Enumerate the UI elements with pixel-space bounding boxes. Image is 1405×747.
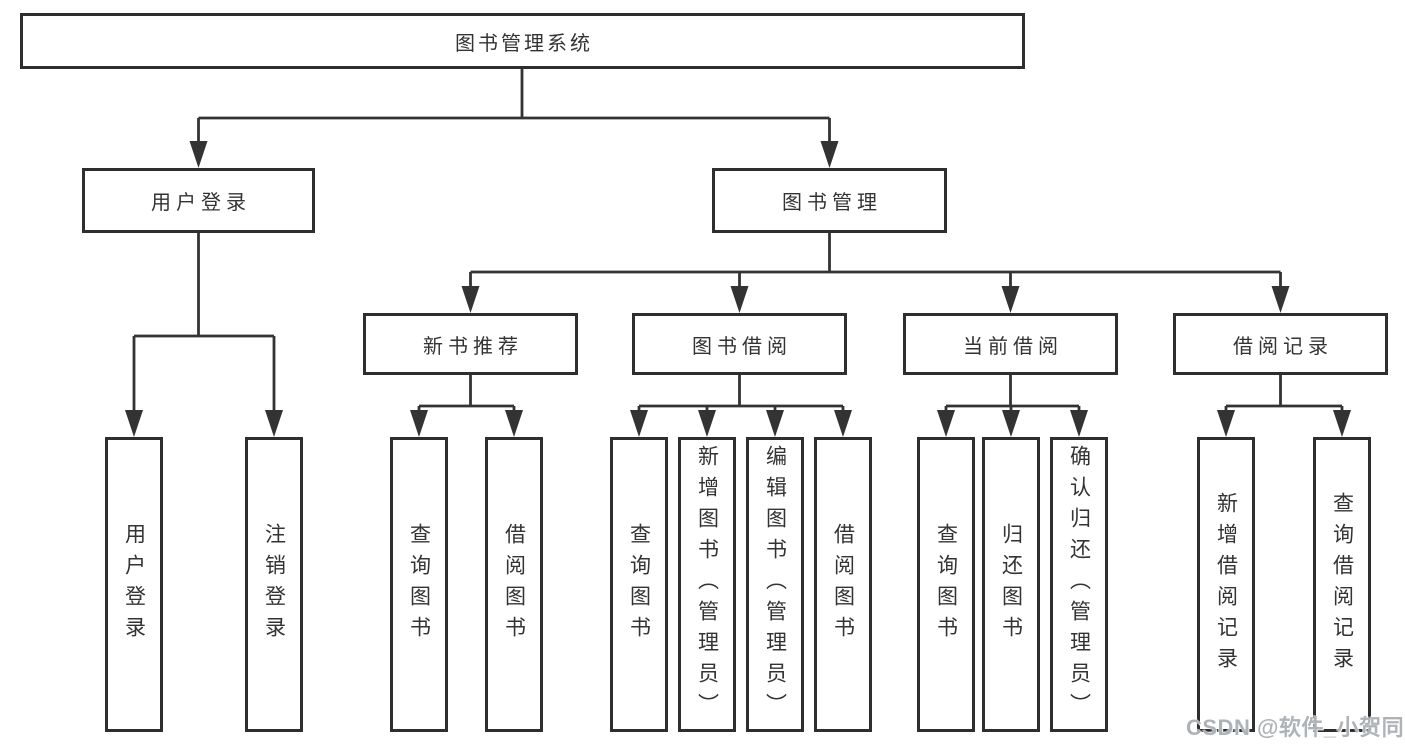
leaf-current-query-books: 查询图书 — [917, 437, 975, 732]
leaf-borrowing-borrow-books: 借阅图书 — [814, 437, 872, 732]
leaf-return-books: 归还图书 — [982, 437, 1040, 732]
leaf-query-borrow-record: 查询借阅记录 — [1313, 437, 1371, 732]
leaf-current-query-books-label: 查询图书 — [934, 522, 958, 647]
box-book-borrowing: 图书借阅 — [632, 313, 847, 375]
leaf-borrowing-borrow-books-label: 借阅图书 — [831, 522, 855, 647]
leaf-add-borrow-record: 新增借阅记录 — [1197, 437, 1255, 732]
leaf-query-borrow-record-label: 查询借阅记录 — [1330, 491, 1354, 678]
leaf-recommend-borrow-books: 借阅图书 — [485, 437, 543, 732]
box-borrowing-records-label: 借阅记录 — [1233, 335, 1333, 358]
leaf-edit-books-admin: 编辑图书（管理员） — [746, 437, 804, 732]
box-book-borrowing-label: 图书借阅 — [692, 335, 792, 358]
csdn-watermark: CSDN @软件_小贺同学 — [1186, 715, 1405, 740]
box-borrowing-records: 借阅记录 — [1173, 313, 1388, 375]
leaf-confirm-return-admin: 确认归还（管理员） — [1050, 437, 1108, 732]
leaf-user-login: 用户登录 — [105, 437, 163, 732]
box-user-login: 用户登录 — [82, 168, 315, 233]
leaf-borrowing-query-books-label: 查询图书 — [627, 522, 651, 647]
leaf-confirm-return-admin-label: 确认归还（管理员） — [1067, 445, 1091, 724]
leaf-add-books-admin-label: 新增图书（管理员） — [695, 445, 719, 724]
leaf-recommend-query-books: 查询图书 — [390, 437, 448, 732]
leaf-logout: 注销登录 — [245, 437, 303, 732]
leaf-borrowing-query-books: 查询图书 — [610, 437, 668, 732]
box-new-book-recommendation-label: 新书推荐 — [423, 335, 523, 358]
box-book-management-label: 图书管理 — [782, 192, 882, 214]
box-user-login-label: 用户登录 — [151, 192, 251, 214]
box-root-system: 图书管理系统 — [20, 13, 1025, 69]
leaf-recommend-query-books-label: 查询图书 — [407, 522, 431, 647]
box-root-system-label: 图书管理系统 — [455, 32, 593, 55]
leaf-recommend-borrow-books-label: 借阅图书 — [502, 522, 526, 647]
leaf-edit-books-admin-label: 编辑图书（管理员） — [763, 445, 787, 724]
leaf-add-borrow-record-label: 新增借阅记录 — [1214, 491, 1238, 678]
box-current-borrowing-label: 当前借阅 — [963, 335, 1063, 358]
leaf-user-login-label: 用户登录 — [122, 522, 146, 647]
leaf-return-books-label: 归还图书 — [999, 522, 1023, 647]
box-book-management: 图书管理 — [712, 168, 947, 233]
box-current-borrowing: 当前借阅 — [903, 313, 1118, 375]
leaf-add-books-admin: 新增图书（管理员） — [678, 437, 736, 732]
box-new-book-recommendation: 新书推荐 — [363, 313, 578, 375]
leaf-logout-label: 注销登录 — [262, 522, 286, 647]
